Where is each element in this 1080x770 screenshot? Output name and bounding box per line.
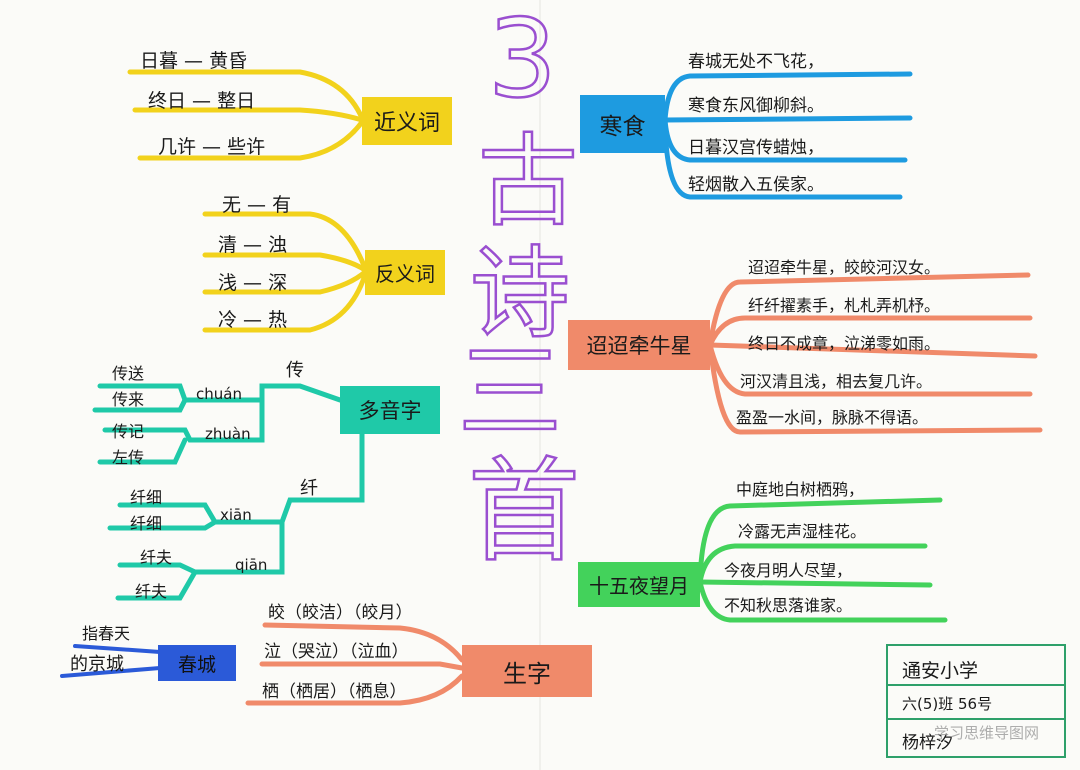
poem-1-line: 寒食东风御柳斜。 <box>688 96 824 116</box>
antonym-item: 清 — 浊 <box>218 234 288 256</box>
poem-3-title-node: 十五夜望月 <box>589 574 689 598</box>
poem-1-line: 轻烟散入五侯家。 <box>688 175 824 195</box>
school-name: 通安小学 <box>902 660 979 682</box>
chuncheng-node-bg <box>158 645 236 681</box>
polyphone-word: 纤细 <box>130 514 163 533</box>
polyphone-word: 纤细 <box>130 488 163 507</box>
title-char-1: 3 <box>487 0 558 122</box>
near-synonym-item: 几许 — 些许 <box>158 136 266 158</box>
watermark: 学习思维导图网 <box>934 724 1040 742</box>
polyphone-word: 传送 <box>112 364 145 383</box>
poem-2-line: 盈盈一水间，脉脉不得语。 <box>736 408 929 427</box>
school-row: 通安小学 <box>888 646 1064 686</box>
near-synonym-item: 终日 — 整日 <box>148 90 256 112</box>
antonym-item: 无 — 有 <box>222 194 292 216</box>
polyphone-char-xian: 纤 <box>300 478 318 499</box>
student-info-card: 通安小学 六(5)班 56号 杨梓汐 <box>886 644 1066 758</box>
pinyin-chuan: chuán <box>196 385 242 403</box>
poem-2-title-node: 迢迢牵牛星 <box>586 334 692 358</box>
poem-1-line: 日暮汉宫传蜡烛， <box>688 138 824 158</box>
pinyin-xian: xiān <box>220 506 252 524</box>
poem-2-line: 迢迢牵牛星，皎皎河汉女。 <box>748 258 941 277</box>
polyphone-char-chuan: 传 <box>286 360 304 381</box>
antonym-item: 浅 — 深 <box>218 272 288 294</box>
chuncheng-node: 春城 <box>177 653 216 676</box>
poem-1-title-node: 寒食 <box>599 114 646 140</box>
title-char-5: 首 <box>467 447 582 577</box>
poem-2-branches <box>707 272 1043 435</box>
title-char-3: 诗 <box>469 235 572 352</box>
antonym-node: 反义词 <box>375 262 435 286</box>
poem-3-line: 中庭地白树栖鸦， <box>736 480 865 499</box>
poem-2-line: 纤纤擢素手，札札弄机杼。 <box>748 296 941 315</box>
title-char-2: 古 <box>477 123 580 240</box>
poem-2-node-bg <box>568 320 710 370</box>
new-char-item: 栖（栖居）（栖息） <box>262 682 407 702</box>
polyphone-branches <box>92 383 365 601</box>
student-name: 杨梓汐 <box>902 733 953 753</box>
name-row: 杨梓汐 <box>888 718 1064 754</box>
near-synonym-node-bg <box>362 97 452 145</box>
chuncheng-item: 的京城 <box>70 654 124 675</box>
poem-3-line: 冷露无声湿桂花。 <box>738 522 867 541</box>
poem-3-line: 不知秋思落谁家。 <box>724 596 853 615</box>
near-synonym-branches <box>127 69 365 161</box>
new-char-branches <box>245 622 465 706</box>
polyphone-word: 传记 <box>112 422 145 441</box>
near-synonym-node: 近义词 <box>373 111 440 136</box>
pinyin-qian: qiān <box>235 556 268 574</box>
antonym-item: 冷 — 热 <box>218 309 288 331</box>
class-row: 六(5)班 56号 <box>888 684 1064 720</box>
pinyin-zhuan: zhuàn <box>205 425 251 443</box>
antonym-node-bg <box>365 250 445 295</box>
polyphone-word: 传来 <box>112 390 145 409</box>
poem-1-branches <box>662 71 913 200</box>
class-info: 六(5)班 56号 <box>902 695 993 713</box>
polyphone-word: 纤夫 <box>140 548 173 567</box>
new-char-item: 泣（哭泣）（泣血） <box>264 642 409 662</box>
polyphone-word: 左传 <box>112 448 145 467</box>
poem-2-line: 终日不成章，泣涕零如雨。 <box>748 334 941 353</box>
chuncheng-item: 指春天 <box>82 624 131 643</box>
new-char-node: 生字 <box>503 659 551 688</box>
poem-1-node-bg <box>580 95 665 153</box>
poem-3-line: 今夜月明人尽望， <box>724 561 853 580</box>
poem-2-line: 河汉清且浅，相去复几许。 <box>740 372 933 391</box>
poem-3-branches <box>697 497 948 623</box>
polyphone-node: 多音字 <box>358 399 422 423</box>
near-synonym-item: 日暮 — 黄昏 <box>140 50 248 72</box>
poem-1-line: 春城无处不飞花， <box>688 52 824 72</box>
new-char-item: 皎（皎洁）（皎月） <box>268 603 413 623</box>
chuncheng-branches <box>60 644 162 678</box>
polyphone-node-bg <box>340 386 440 434</box>
poem-3-node-bg <box>578 562 700 607</box>
antonym-branches <box>202 211 368 333</box>
title-char-4: 三 <box>457 331 564 453</box>
new-char-node-bg <box>462 645 592 697</box>
polyphone-word: 纤夫 <box>135 582 168 601</box>
